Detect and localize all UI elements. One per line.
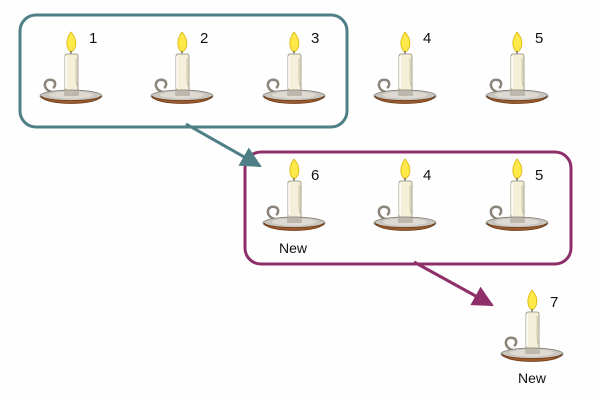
candle-number-2: 2: [200, 30, 209, 47]
candle-number-5b: 5: [535, 167, 544, 184]
new-label-7: New: [518, 370, 547, 386]
candle-number-4b: 4: [423, 167, 432, 184]
candle-number-6: 6: [311, 167, 320, 184]
arrow-group2-to-new: [413, 260, 494, 307]
candle-number-7: 7: [550, 294, 559, 311]
group-box-2: [243, 150, 573, 266]
candle-number-3: 3: [311, 30, 320, 47]
candle-number-1: 1: [89, 30, 98, 47]
candle-number-4a: 4: [423, 30, 432, 47]
new-label-6: New: [279, 240, 308, 256]
arrow-group1-to-group2: [185, 122, 262, 168]
group-box-1: [18, 13, 349, 129]
candle-number-5a: 5: [535, 30, 544, 47]
